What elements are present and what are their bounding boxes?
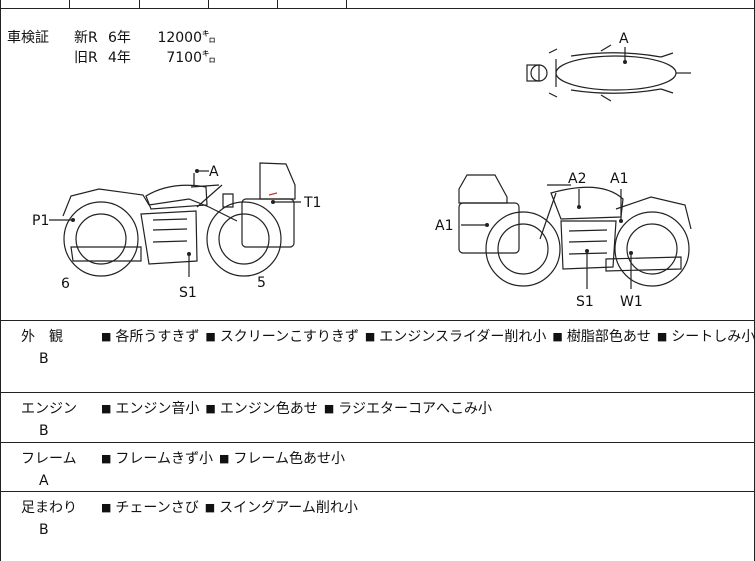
- note-item: ■各所うすきず: [101, 329, 199, 345]
- header-cell-divider: [139, 0, 140, 8]
- motorcycle-left-view: [62, 162, 296, 277]
- condition-category: 足まわり: [21, 500, 77, 516]
- note-text: フレームきず小: [115, 451, 213, 467]
- label-left-tail: P1: [32, 213, 49, 229]
- condition-row-engine: エンジン B ■エンジン音小■エンジン色あせ■ラジエターコアへこみ小: [1, 393, 754, 443]
- header-cell-divider: [69, 0, 70, 8]
- inspection-km: 12000㌔: [157, 30, 216, 46]
- condition-row-suspension: 足まわり B ■チェーンさび■スイングアーム削れ小: [1, 492, 754, 561]
- header-cell-divider: [208, 0, 209, 8]
- motorcycle-top-view: [526, 44, 691, 102]
- note-item: ■シートしみ小: [657, 329, 755, 345]
- note-text: エンジン色あせ: [219, 401, 318, 417]
- note-text: フレーム色あせ小: [233, 451, 345, 467]
- inspection-km: 7100㌔: [166, 50, 216, 66]
- damage-point: [187, 252, 191, 256]
- label-right-tank-front: A2: [568, 171, 586, 187]
- bullet-icon: ■: [656, 330, 668, 343]
- condition-notes: ■エンジン音小■エンジン色あせ■ラジエターコアへこみ小: [101, 399, 498, 419]
- damage-point: [271, 200, 275, 204]
- note-text: シートしみ小: [671, 329, 755, 345]
- damage-point: [585, 249, 589, 253]
- note-text: エンジン音小: [115, 401, 200, 417]
- label-right-swingarm: W1: [620, 294, 643, 310]
- header-cell-divider: [346, 0, 347, 8]
- note-item: ■スクリーンこすりきず: [205, 329, 358, 345]
- label-left-handle: A: [209, 164, 219, 180]
- condition-grade: B: [39, 423, 49, 439]
- damage-point: [577, 205, 581, 209]
- damage-diagram-area: 車検証 新R 6年 12000㌔ 旧R 4年 7100㌔: [1, 9, 754, 321]
- note-item: ■樹脂部色あせ: [552, 329, 650, 345]
- condition-category: エンジン: [21, 401, 77, 417]
- note-item: ■エンジン音小: [101, 401, 199, 417]
- condition-notes: ■フレームきず小■フレーム色あせ小: [101, 449, 351, 469]
- inspection-years: 6年: [108, 30, 131, 46]
- header-cell-divider: [277, 0, 278, 8]
- inspection-row-new: 新R 6年 12000㌔: [74, 28, 216, 48]
- bullet-icon: ■: [101, 501, 112, 514]
- note-text: スイングアーム削れ小: [219, 500, 358, 516]
- condition-grade: B: [39, 522, 49, 538]
- bullet-icon: ■: [204, 501, 216, 514]
- condition-row-frame: フレーム A ■フレームきず小■フレーム色あせ小: [1, 443, 754, 492]
- label-right-muffler: S1: [576, 294, 594, 310]
- note-text: ラジエターコアへこみ小: [338, 401, 492, 417]
- note-text: エンジンスライダー削れ小: [379, 329, 547, 345]
- header-table-edge: [1, 0, 754, 9]
- bullet-icon: ■: [101, 402, 112, 415]
- note-text: 樹脂部色あせ: [566, 329, 651, 345]
- condition-category: フレーム: [21, 451, 77, 467]
- bullet-icon: ■: [219, 452, 230, 465]
- condition-row-exterior: 外 観 B ■各所うすきず■スクリーンこすりきず■エンジンスライダー削れ小■樹脂…: [1, 321, 755, 393]
- note-item: ■ラジエターコアへこみ小: [324, 401, 492, 417]
- condition-category: 外 観: [21, 329, 63, 345]
- condition-notes: ■チェーンさび■スイングアーム削れ小: [101, 498, 364, 518]
- bullet-icon: ■: [101, 452, 112, 465]
- inspection-type: 旧R: [74, 50, 98, 66]
- bullet-icon: ■: [205, 330, 216, 343]
- note-text: スクリーンこすりきず: [219, 329, 359, 345]
- label-right-tank-rear: A1: [610, 171, 628, 187]
- bullet-icon: ■: [205, 402, 216, 415]
- motorcycle-diagrams: A A T1 P1 6 5 S1 A1 A2 A1 S1 W1: [32, 31, 692, 310]
- note-item: ■フレームきず小: [101, 451, 213, 467]
- inspection-years: 4年: [108, 50, 131, 66]
- label-top-a: A: [619, 31, 629, 47]
- note-item: ■スイングアーム削れ小: [205, 500, 358, 516]
- damage-point: [195, 169, 199, 173]
- note-item: ■チェーンさび: [101, 500, 199, 516]
- motorcycle-right-view: [458, 174, 692, 287]
- damage-point: [629, 251, 633, 255]
- inspection-label: 車検証: [7, 30, 49, 46]
- label-left-rear-wheel: 5: [257, 275, 266, 291]
- damage-point: [71, 218, 75, 222]
- note-text: チェーンさび: [115, 500, 199, 516]
- bullet-icon: ■: [323, 402, 335, 415]
- bullet-icon: ■: [552, 330, 563, 343]
- label-right-fairing: A1: [435, 218, 453, 234]
- damage-point: [485, 223, 489, 227]
- inspection-row-old: 旧R 4年 7100㌔: [74, 48, 216, 68]
- bullet-icon: ■: [364, 330, 376, 343]
- damage-point: [619, 219, 623, 223]
- condition-grade: B: [39, 351, 49, 367]
- bullet-icon: ■: [101, 330, 112, 343]
- inspection-type: 新R: [74, 30, 98, 46]
- note-text: 各所うすきず: [115, 329, 200, 345]
- note-item: ■フレーム色あせ小: [219, 451, 345, 467]
- note-item: ■エンジンスライダー削れ小: [365, 329, 547, 345]
- note-item: ■エンジン色あせ: [205, 401, 317, 417]
- red-damage-marker: [268, 192, 278, 196]
- condition-notes: ■各所うすきず■スクリーンこすりきず■エンジンスライダー削れ小■樹脂部色あせ■シ…: [101, 327, 755, 347]
- label-left-muffler: S1: [179, 285, 197, 301]
- condition-grade: A: [39, 473, 49, 489]
- label-left-fairing: T1: [303, 195, 321, 211]
- damage-point: [623, 60, 627, 64]
- label-left-front-wheel: 6: [61, 276, 70, 292]
